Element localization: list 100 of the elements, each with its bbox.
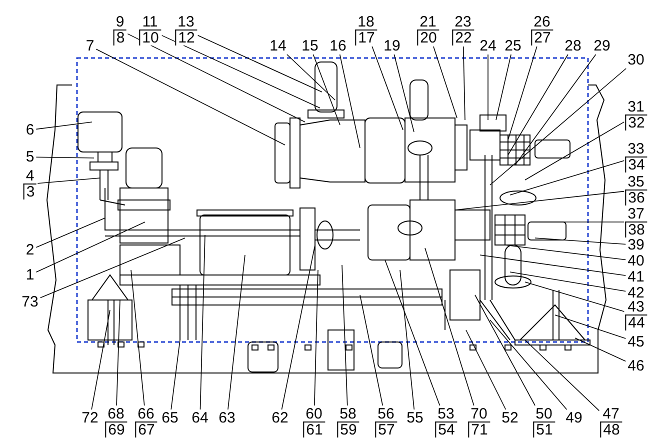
callout-number: 35 [626, 174, 646, 190]
callout-number: 45 [626, 334, 646, 350]
callout-number: 1 [24, 268, 36, 282]
callout-number: 48 [600, 422, 622, 438]
leader-line [524, 340, 600, 412]
leader-line [394, 54, 414, 132]
callout-number: 6 [24, 122, 36, 138]
callout-number: 21 [418, 14, 438, 30]
leader-line [400, 270, 415, 410]
callout-number: 30 [626, 52, 646, 68]
callout-number: 22 [452, 30, 474, 46]
callout-number: 49 [564, 410, 584, 426]
leader-line [462, 46, 466, 120]
leader-line [504, 244, 626, 260]
callout-number: 58 [338, 406, 358, 422]
leader-line [116, 300, 120, 406]
leader-line [524, 122, 625, 180]
leader-line [96, 48, 286, 146]
leader-line [480, 254, 626, 276]
leader-line [524, 282, 625, 312]
callout-number: 67 [135, 422, 157, 438]
leader-line [466, 330, 506, 410]
callout-number: 33 [626, 142, 646, 156]
callout-number: 7 [84, 38, 96, 54]
callout-number: 2 [24, 242, 36, 258]
callout-number: 20 [417, 30, 439, 46]
callout-number: 55 [406, 410, 424, 426]
callout-number: 69 [105, 422, 127, 438]
callout-number: 17 [355, 30, 377, 46]
callout-number: 62 [270, 410, 290, 426]
callout-number: 61 [303, 422, 325, 438]
callout-number: 72 [80, 410, 100, 426]
leader-line [170, 340, 180, 410]
leader-line [37, 178, 100, 184]
callout-number: 28 [564, 38, 582, 54]
callout-number: 63 [218, 410, 236, 426]
callout-number: 50 [534, 406, 554, 422]
callout-number: 5 [24, 150, 36, 164]
callout-number: 32 [625, 114, 647, 130]
callout-number: 73 [20, 294, 40, 310]
callout-number: 68 [106, 406, 126, 422]
leader-line [281, 244, 316, 410]
leader-line [508, 46, 538, 140]
leader-line [424, 248, 474, 406]
callout-number: 31 [626, 100, 646, 114]
leader-line [372, 46, 404, 130]
callout-number: 44 [625, 314, 647, 330]
callout-number: 54 [435, 422, 457, 438]
leader-line [36, 122, 92, 130]
leader-line [554, 314, 626, 339]
callout-number: 19 [382, 38, 402, 54]
leader-line [200, 234, 206, 410]
leader-line [510, 272, 626, 292]
callout-number: 26 [532, 14, 552, 30]
leader-line [312, 54, 340, 126]
callout-number: 53 [436, 406, 456, 422]
leader-line [286, 54, 336, 100]
callout-number: 43 [626, 300, 646, 314]
leader-line [40, 238, 186, 298]
leader-line [534, 238, 626, 245]
callout-number: 12 [175, 30, 197, 46]
leader-line [130, 270, 145, 406]
callout-number: 34 [625, 156, 647, 172]
callout-number: 25 [504, 38, 522, 54]
callout-number: 66 [136, 406, 156, 422]
callout-number: 8 [113, 30, 127, 46]
callout-number: 47 [602, 406, 620, 422]
leader-line [36, 156, 94, 158]
callout-number: 29 [592, 38, 612, 54]
leader-line [36, 222, 146, 273]
callout-number: 14 [268, 38, 288, 54]
callout-number: 13 [176, 14, 196, 30]
callout-number: 40 [626, 254, 646, 268]
leader-line [474, 294, 536, 406]
callout-number: 39 [626, 238, 646, 252]
callout-number: 41 [626, 270, 646, 284]
callout-number: 70 [470, 406, 488, 422]
leader-line [514, 54, 596, 166]
callout-number: 64 [190, 410, 210, 426]
leader-line [574, 338, 626, 362]
callout-number: 24 [478, 38, 498, 54]
leader-line [91, 310, 110, 410]
callout-number: 36 [625, 190, 647, 206]
callout-number: 71 [468, 422, 490, 438]
leader-line [314, 270, 318, 406]
callout-number: 3 [23, 184, 37, 200]
leader-line [510, 160, 625, 196]
callout-number: 51 [533, 422, 555, 438]
callout-number: 57 [375, 422, 397, 438]
leader-line [161, 35, 320, 108]
leader-line [454, 190, 625, 210]
leader-line [228, 254, 246, 410]
callout-number: 37 [626, 206, 646, 222]
callout-number: 9 [114, 14, 126, 30]
callout-number: 42 [626, 286, 646, 300]
leader-line [197, 35, 322, 92]
leader-line [384, 260, 440, 406]
leader-line [36, 218, 106, 248]
callout-number: 16 [328, 38, 348, 54]
callout-number: 52 [500, 410, 520, 426]
